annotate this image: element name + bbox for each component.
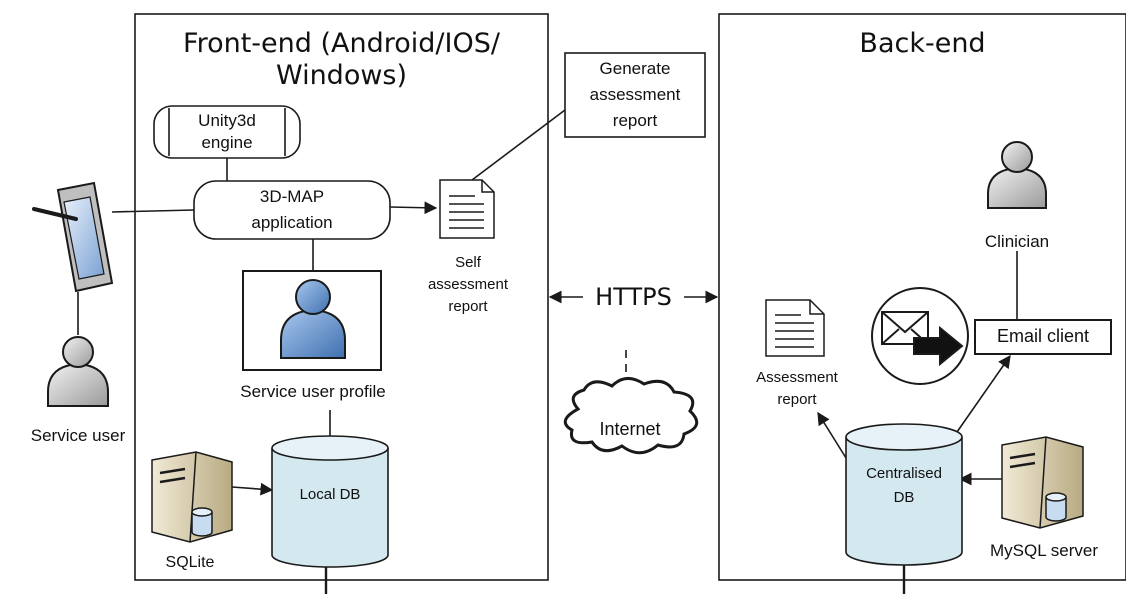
profile-label: Service user profile xyxy=(240,382,386,401)
tablet-icon xyxy=(32,181,114,293)
mysql-server-icon xyxy=(1001,436,1084,529)
self-report-document-icon xyxy=(439,179,495,239)
assessment-report-line1: Assessment xyxy=(756,369,838,386)
central-db-line2: DB xyxy=(893,489,915,506)
connector-tablet-app xyxy=(111,209,195,213)
self-report-line1: Self xyxy=(455,254,481,271)
clinician-person-icon xyxy=(987,141,1047,209)
connector-sqlite-db xyxy=(231,482,274,496)
local-db-label: Local DB xyxy=(299,486,361,503)
backend-title: Back-end xyxy=(859,28,986,59)
assessment-report-document-icon xyxy=(765,299,825,357)
self-report-line3: report xyxy=(448,298,488,315)
internet-label: Internet xyxy=(599,419,661,439)
generate-report-line2: assessment xyxy=(589,85,681,104)
connector-db-email xyxy=(956,354,1011,433)
profile-box xyxy=(242,270,382,371)
assessment-report-line2: report xyxy=(777,391,817,408)
generate-report-box xyxy=(564,52,706,138)
generate-report-line1: Generate xyxy=(599,59,671,78)
frontend-title-line2: Windows) xyxy=(275,60,408,91)
email-client-box xyxy=(974,319,1112,355)
service-user-person-icon xyxy=(47,336,109,407)
engine-label-line2: engine xyxy=(201,133,253,152)
central-db-cylinder xyxy=(845,423,963,566)
frontend-frame xyxy=(134,13,549,581)
profile-person-icon xyxy=(280,279,346,359)
sqlite-label: SQLite xyxy=(165,554,215,571)
app-label-line2: application xyxy=(251,213,333,232)
connector-report-generate xyxy=(471,109,566,181)
local-db-cylinder xyxy=(271,435,389,568)
https-label: HTTPS xyxy=(595,283,672,311)
self-report-line2: assessment xyxy=(427,276,509,293)
sqlite-server-icon xyxy=(151,451,233,543)
service-user-label: Service user xyxy=(30,426,126,445)
backend-frame xyxy=(718,13,1126,581)
email-envelope-icon xyxy=(871,287,969,385)
app-label-line1: 3D-MAP xyxy=(259,187,325,206)
clinician-label: Clinician xyxy=(984,232,1050,251)
central-db-line1: Centralised xyxy=(866,465,942,482)
generate-report-line3: report xyxy=(612,111,658,130)
connector-app-report xyxy=(389,201,438,215)
mysql-label: MySQL server xyxy=(989,541,1098,560)
internet-cloud-icon xyxy=(563,377,699,455)
frontend-title-line1: Front-end (Android/IOS/ xyxy=(183,28,500,59)
engine-label-line1: Unity3d xyxy=(198,111,256,130)
email-client-label: Email client xyxy=(996,326,1090,346)
